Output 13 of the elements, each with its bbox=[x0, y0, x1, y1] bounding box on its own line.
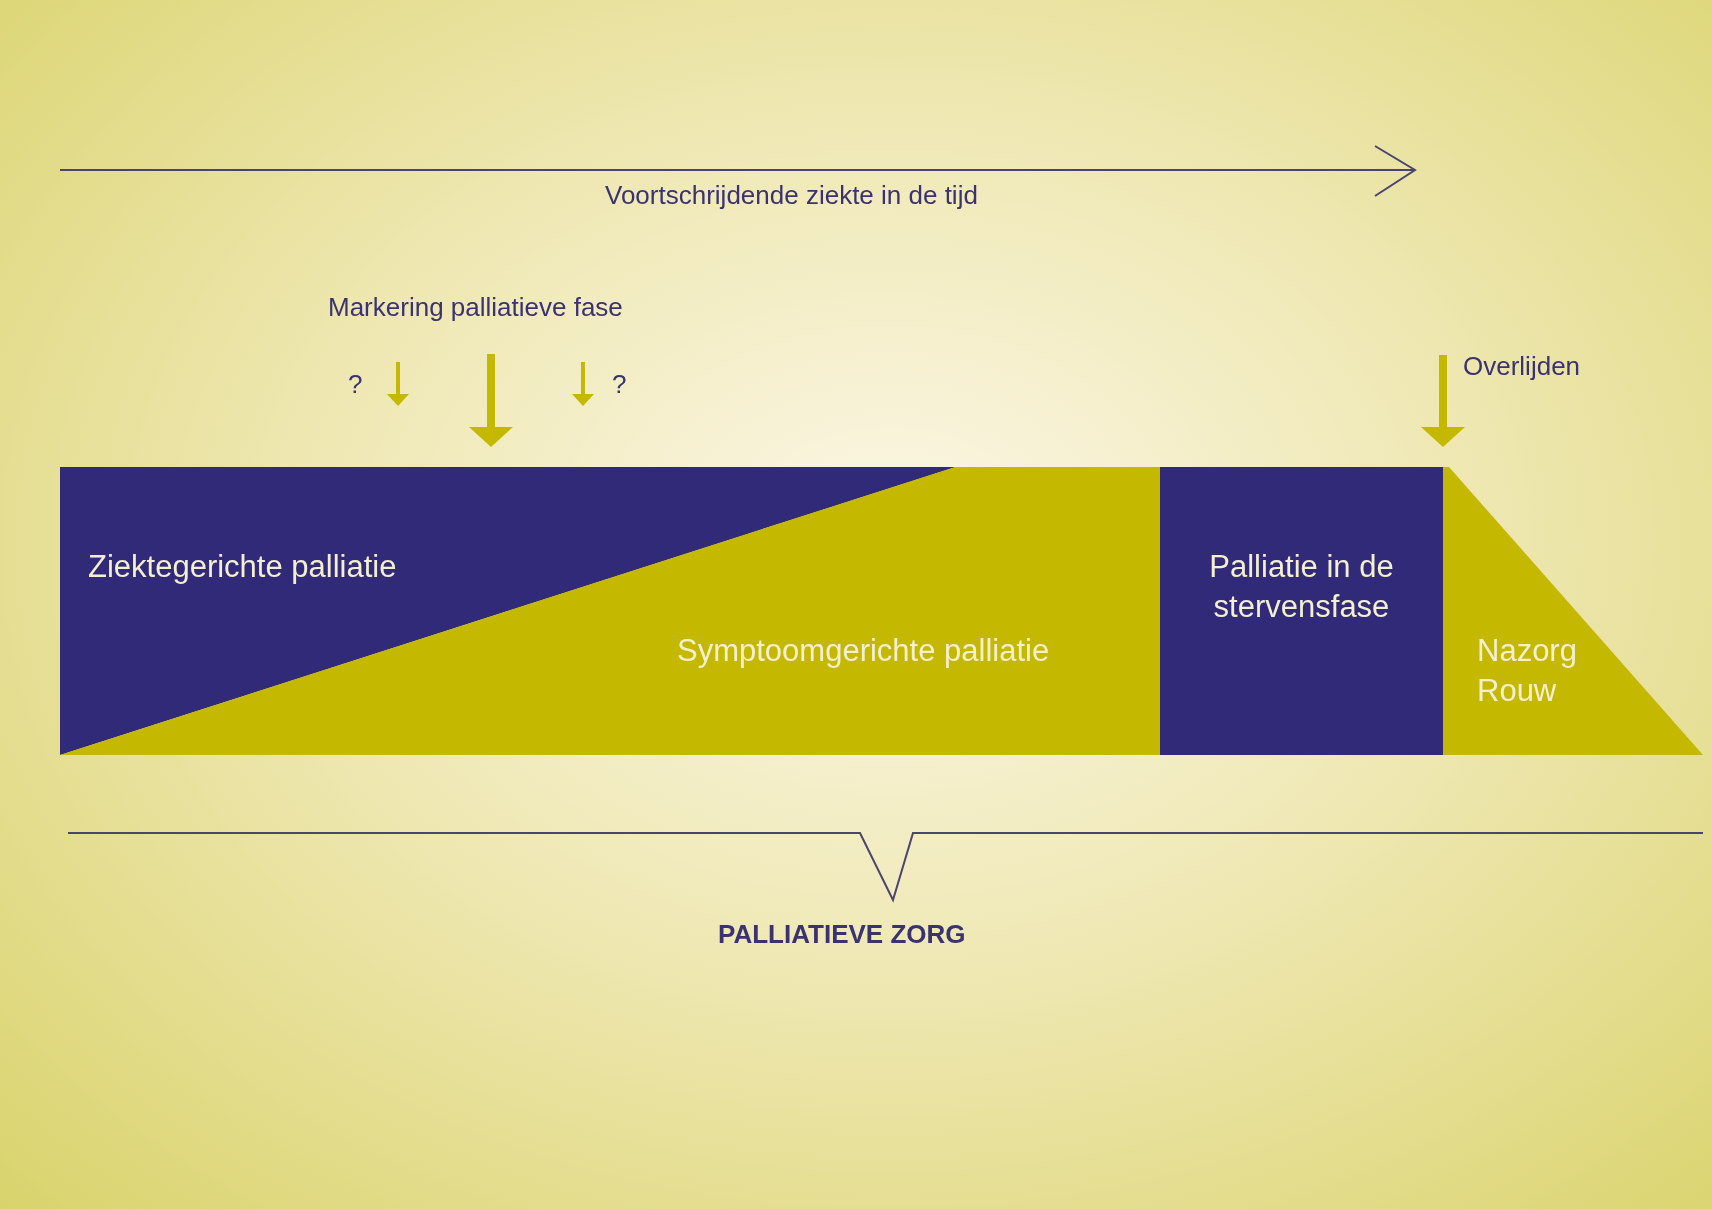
event-caption: Overlijden bbox=[1463, 352, 1581, 382]
marker-caption: Markering palliatieve fase bbox=[328, 293, 623, 323]
question-mark: ? bbox=[612, 370, 627, 400]
phase-box bbox=[1160, 467, 1443, 755]
timeline-caption: Voortschrijdende ziekte in de tijd bbox=[605, 181, 978, 211]
question-mark: ? bbox=[348, 370, 363, 400]
trapezoid-band bbox=[60, 467, 1160, 755]
phase-label: Palliatie in de stervensfase bbox=[1208, 548, 1395, 627]
phase-label: Nazorg Rouw bbox=[1477, 632, 1578, 711]
bracket-caption: PALLIATIEVE ZORG bbox=[718, 920, 966, 950]
phase-label: Ziektegerichte palliatie bbox=[88, 548, 397, 586]
phase-label: Symptoomgerichte palliatie bbox=[677, 632, 1050, 670]
triangle-band bbox=[1443, 467, 1703, 755]
